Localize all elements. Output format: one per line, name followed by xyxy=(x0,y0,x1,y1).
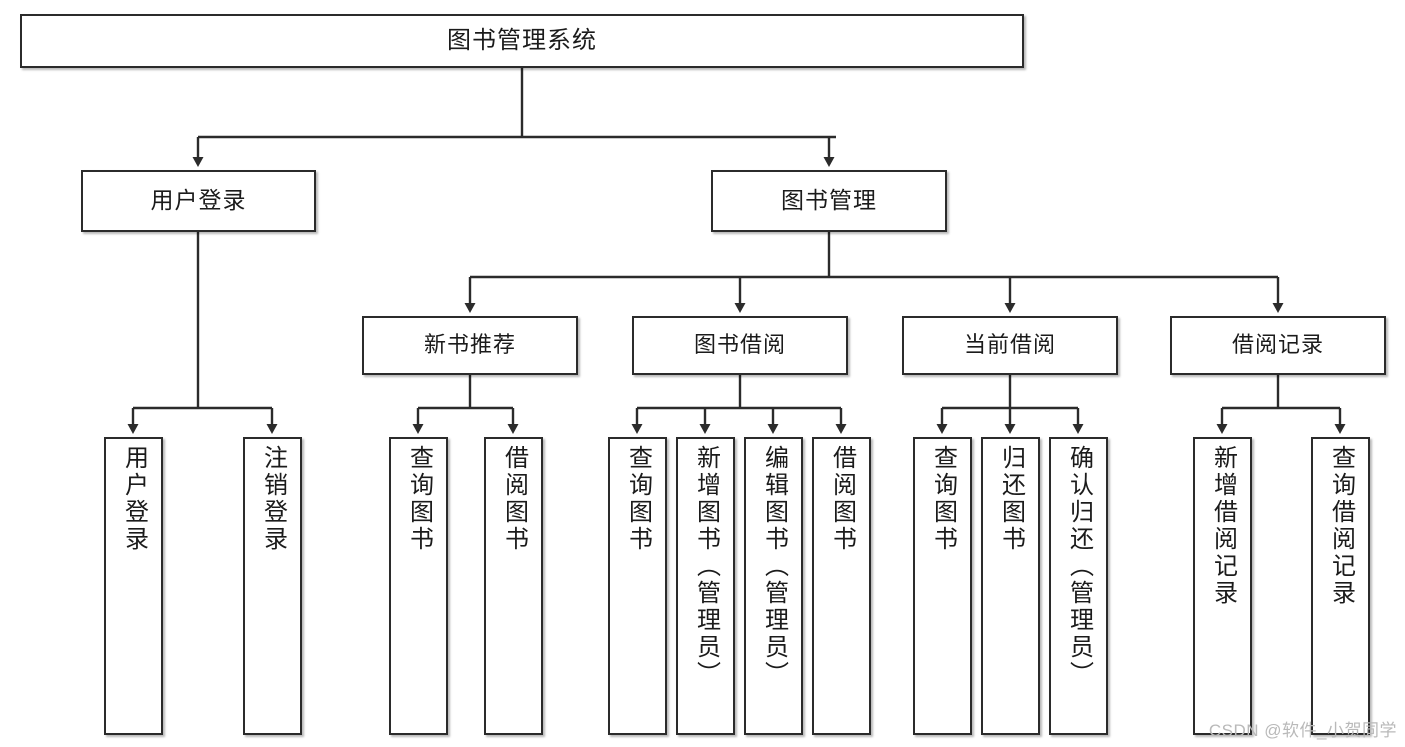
node-current-borrow[interactable]: 当前借阅 xyxy=(902,316,1118,375)
node-current-borrow-label: 当前借阅 xyxy=(963,332,1056,358)
node-root-book-management-system[interactable]: 图书管理系统 xyxy=(20,14,1024,68)
leaf-book-borrow-edit-book-admin-label: 编辑图书（管理员） xyxy=(760,445,788,688)
leaf-current-borrow-query-book[interactable]: 查询图书 xyxy=(913,437,972,735)
leaf-book-borrow-add-book-admin[interactable]: 新增图书（管理员） xyxy=(676,437,735,735)
leaf-current-borrow-confirm-return-admin[interactable]: 确认归还（管理员） xyxy=(1049,437,1108,735)
leaf-borrow-record-add-record[interactable]: 新增借阅记录 xyxy=(1193,437,1252,735)
leaf-new-book-query-book-label: 查询图书 xyxy=(405,445,433,553)
leaf-book-borrow-edit-book-admin[interactable]: 编辑图书（管理员） xyxy=(744,437,803,735)
leaf-new-book-borrow-book[interactable]: 借阅图书 xyxy=(484,437,543,735)
leaf-current-borrow-confirm-return-admin-label: 确认归还（管理员） xyxy=(1065,445,1093,688)
node-borrow-record[interactable]: 借阅记录 xyxy=(1170,316,1386,375)
node-book-management-label: 图书管理 xyxy=(781,187,877,214)
leaf-book-borrow-borrow-book[interactable]: 借阅图书 xyxy=(812,437,871,735)
leaf-current-borrow-return-book-label: 归还图书 xyxy=(997,445,1025,553)
leaf-book-borrow-query-book[interactable]: 查询图书 xyxy=(608,437,667,735)
leaf-current-borrow-query-book-label: 查询图书 xyxy=(929,445,957,553)
node-book-borrow[interactable]: 图书借阅 xyxy=(632,316,848,375)
leaf-borrow-record-add-record-label: 新增借阅记录 xyxy=(1209,445,1237,607)
leaf-new-book-borrow-book-label: 借阅图书 xyxy=(500,445,528,553)
leaf-book-borrow-borrow-book-label: 借阅图书 xyxy=(828,445,856,553)
node-user-login-label: 用户登录 xyxy=(150,187,247,214)
leaf-current-borrow-return-book[interactable]: 归还图书 xyxy=(981,437,1040,735)
leaf-borrow-record-query-record-label: 查询借阅记录 xyxy=(1327,445,1355,607)
node-new-book-recommendation-label: 新书推荐 xyxy=(423,332,516,358)
node-root-label: 图书管理系统 xyxy=(447,26,597,54)
leaf-borrow-record-query-record[interactable]: 查询借阅记录 xyxy=(1311,437,1370,735)
node-user-login[interactable]: 用户登录 xyxy=(81,170,316,232)
node-book-management[interactable]: 图书管理 xyxy=(711,170,947,232)
leaf-book-borrow-add-book-admin-label: 新增图书（管理员） xyxy=(692,445,720,688)
leaf-user-login-login-label: 用户登录 xyxy=(120,445,148,553)
leaf-user-login-logout-label: 注销登录 xyxy=(259,445,287,553)
leaf-new-book-query-book[interactable]: 查询图书 xyxy=(389,437,448,735)
leaf-book-borrow-query-book-label: 查询图书 xyxy=(624,445,652,553)
node-new-book-recommendation[interactable]: 新书推荐 xyxy=(362,316,578,375)
leaf-user-login-login[interactable]: 用户登录 xyxy=(104,437,163,735)
node-book-borrow-label: 图书借阅 xyxy=(693,332,786,358)
leaf-user-login-logout[interactable]: 注销登录 xyxy=(243,437,302,735)
node-borrow-record-label: 借阅记录 xyxy=(1231,332,1324,358)
watermark: CSDN @软件_小贺同学 xyxy=(1208,721,1397,740)
